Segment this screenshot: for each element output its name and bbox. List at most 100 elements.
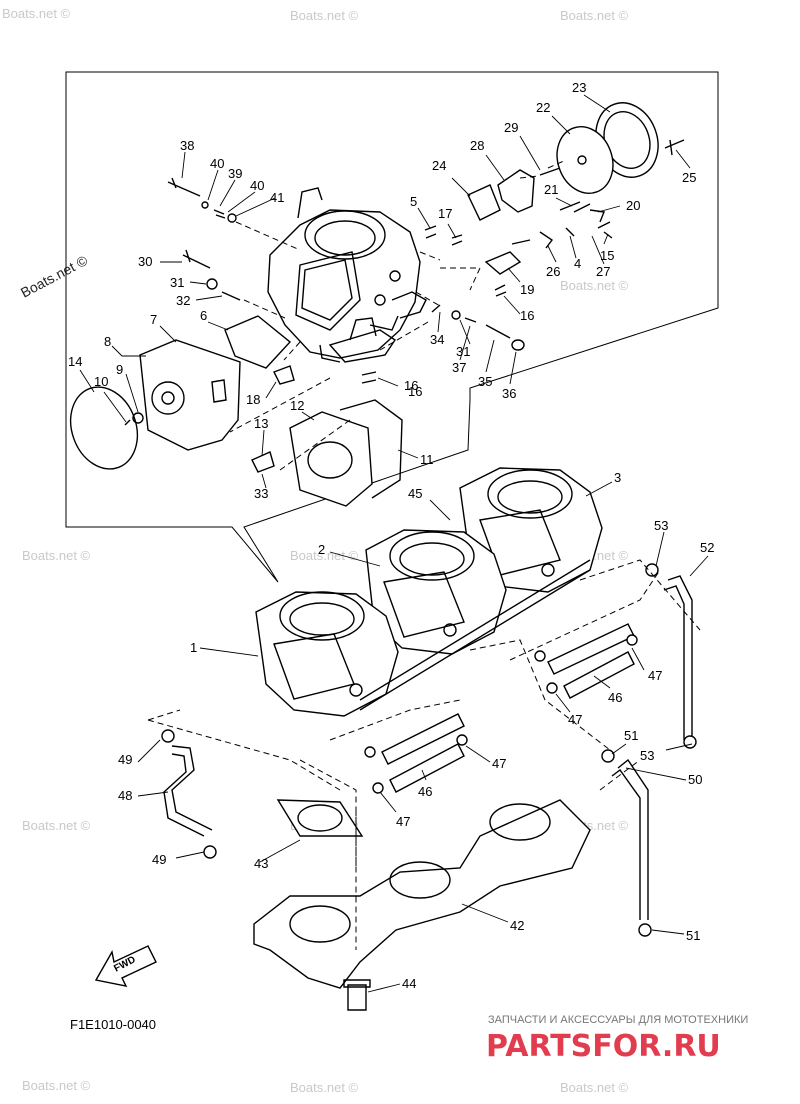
- part-15-screw: [597, 221, 613, 239]
- carburetor-assembly: [161, 467, 697, 1011]
- clamp-47-c: [546, 682, 558, 694]
- part-21-spring: [559, 201, 591, 213]
- callout-7: 7: [150, 312, 157, 327]
- callout-23: 23: [572, 80, 586, 95]
- callout-28: 28: [470, 138, 484, 153]
- callout-4: 4: [574, 256, 581, 271]
- part-34-oring: [431, 304, 441, 313]
- callout-16a: 16: [404, 378, 418, 393]
- callout-51b: 51: [686, 928, 700, 943]
- callout-29: 29: [504, 120, 518, 135]
- part-32-spring: [221, 291, 241, 301]
- callout-33: 33: [254, 486, 268, 501]
- carb-body-detail: [267, 187, 427, 363]
- clamp-51-top: [601, 749, 615, 763]
- clamp-53-top: [645, 563, 659, 577]
- callout-13: 13: [254, 416, 268, 431]
- detail-frame: [65, 71, 719, 583]
- clamp-49-top: [161, 729, 175, 743]
- callout-47d: 47: [396, 814, 410, 829]
- clamp-51-bottom: [638, 923, 652, 937]
- part-7-pump-body: [139, 339, 241, 451]
- callout-3: 3: [614, 470, 621, 485]
- watermark-2: Boats.net ©: [290, 8, 359, 23]
- hose-46-b: [563, 651, 635, 699]
- callout-16c: 16: [408, 384, 422, 399]
- clamp-47-d: [456, 734, 468, 746]
- callout-18: 18: [246, 392, 260, 407]
- callout-36: 36: [502, 386, 516, 401]
- part-40-washer: [201, 201, 209, 209]
- watermark-4: Boats.net ©: [560, 278, 629, 293]
- callout-15: 15: [600, 248, 614, 263]
- hose-46-d: [389, 743, 465, 793]
- watermark-logo: Boats.net ©: [18, 252, 91, 301]
- part-45-linkage: [359, 569, 591, 711]
- callout-49b: 49: [152, 852, 166, 867]
- callout-37: 37: [452, 360, 466, 375]
- callout-21: 21: [544, 182, 558, 197]
- part-31-washer: [206, 278, 218, 290]
- callout-47c: 47: [492, 756, 506, 771]
- callout-47a: 47: [648, 668, 662, 683]
- callout-41: 41: [270, 190, 284, 205]
- brand-block: ЗАПЧАСТИ И АКСЕССУАРЫ ДЛЯ МОТОТЕХНИКИ PA…: [486, 1014, 748, 1064]
- clamp-47-b: [626, 634, 638, 646]
- watermark-3: Boats.net ©: [560, 8, 629, 23]
- callout-11: 11: [420, 452, 434, 467]
- callout-43: 43: [254, 856, 268, 871]
- callout-8: 8: [104, 334, 111, 349]
- part-41-oring: [227, 213, 237, 223]
- watermark-13: Boats.net ©: [560, 1080, 629, 1095]
- watermark-8: Boats.net ©: [22, 818, 91, 833]
- part-37-spring: [464, 317, 477, 323]
- figure-code: F1E1010-0040: [70, 1017, 156, 1032]
- part-13-screw: [251, 451, 275, 473]
- watermark-5: Boats.net ©: [22, 548, 91, 563]
- manifold-42: [253, 799, 591, 989]
- part-9-washer: [132, 412, 144, 424]
- callout-17: 17: [438, 206, 452, 221]
- callout-22: 22: [536, 100, 550, 115]
- callout-9: 9: [116, 362, 123, 377]
- callout-34: 34: [430, 332, 444, 347]
- callout-52: 52: [700, 540, 714, 555]
- callout-53a: 53: [654, 518, 668, 533]
- part-16-plug-lower: [361, 371, 377, 384]
- part-38-screw: [167, 177, 201, 197]
- clamp-49-bottom: [203, 845, 217, 859]
- watermark-6: Boats.net ©: [290, 548, 359, 563]
- bolt-44: [347, 984, 367, 1011]
- callout-6: 6: [200, 308, 207, 323]
- callout-5: 5: [410, 194, 417, 209]
- part-10-screw: [124, 419, 131, 426]
- part-25-screw: [664, 139, 685, 156]
- callout-1: 1: [190, 640, 197, 655]
- callout-50: 50: [688, 772, 702, 787]
- clamp-47-a: [534, 650, 546, 662]
- part-5-jet: [424, 225, 437, 239]
- callout-24: 24: [432, 158, 446, 173]
- hose-48: [171, 745, 213, 831]
- callout-2: 2: [318, 542, 325, 557]
- part-19-valve: [484, 251, 522, 275]
- part-36-cap: [511, 339, 525, 351]
- callout-10: 10: [94, 374, 108, 389]
- callout-39: 39: [228, 166, 242, 181]
- callout-40b: 40: [250, 178, 264, 193]
- callout-30: 30: [138, 254, 152, 269]
- callout-46b: 46: [418, 784, 432, 799]
- part-20-clip: [589, 209, 605, 223]
- assembly-lines-detail: [229, 159, 567, 471]
- callout-35: 35: [478, 374, 492, 389]
- watermark-12: Boats.net ©: [290, 1080, 359, 1095]
- hose-46-c: [381, 713, 465, 765]
- callout-38: 38: [180, 138, 194, 153]
- callout-16b: 16: [520, 308, 534, 323]
- part-12-gasket: [289, 411, 373, 507]
- part-39-spring: [213, 209, 226, 219]
- part-30-screw: [182, 249, 211, 269]
- callout-14: 14: [68, 354, 82, 369]
- callout-26: 26: [546, 264, 560, 279]
- gasket-43: [276, 799, 364, 837]
